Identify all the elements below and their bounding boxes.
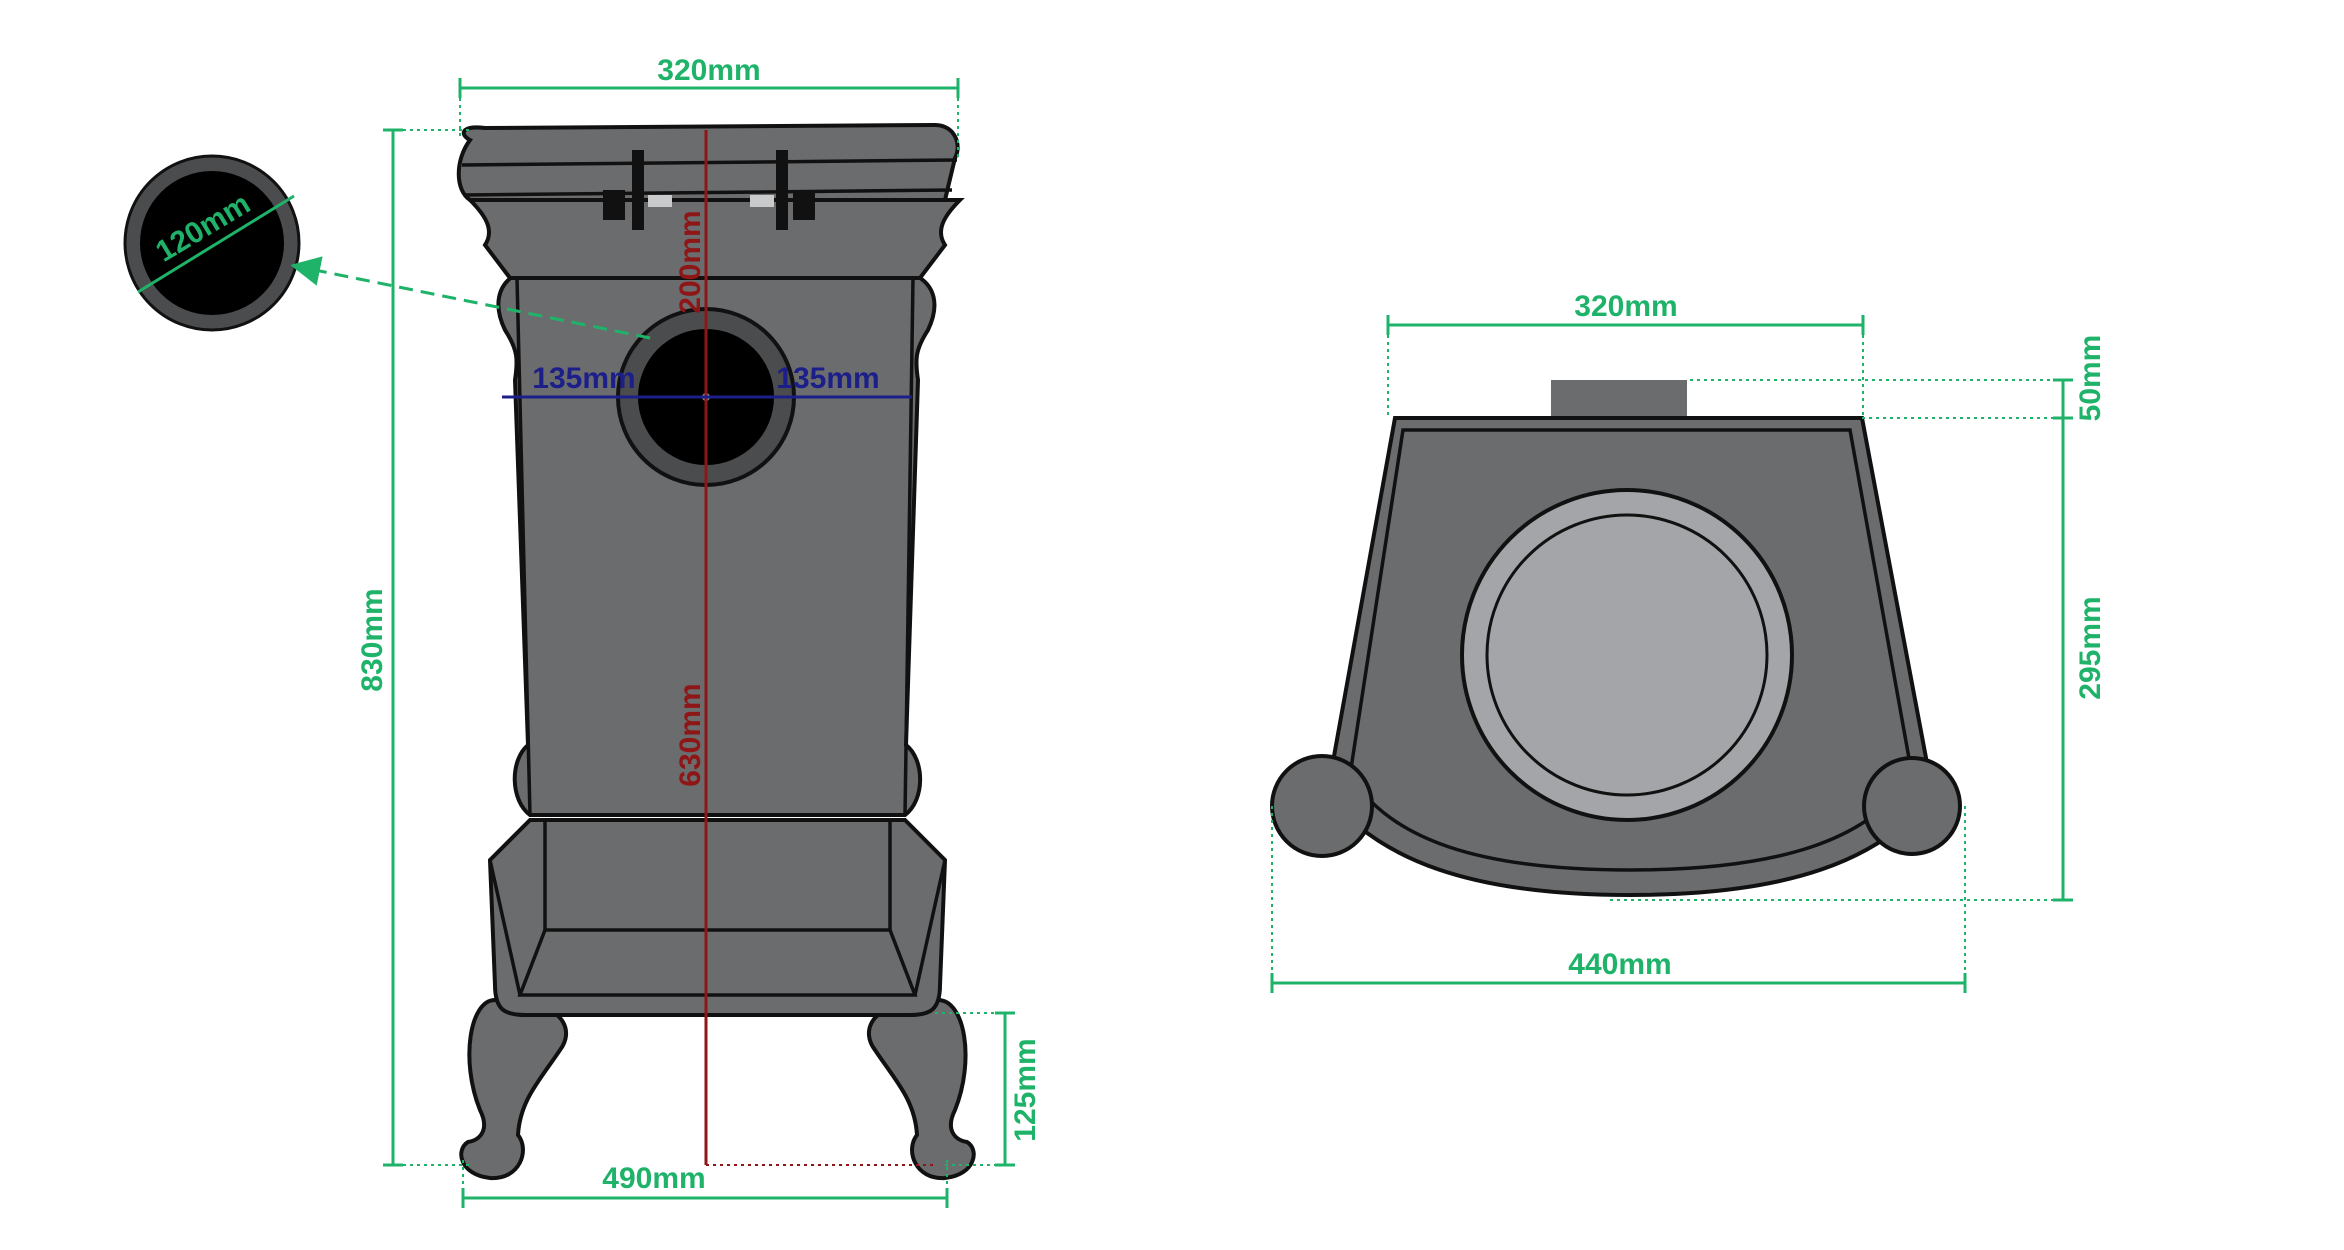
top-handles xyxy=(603,150,815,230)
top-view: 320mm 50mm 295mm 440mm xyxy=(1270,290,2107,993)
label-flue-offset-left: 135mm xyxy=(532,362,635,395)
label-leg-height: 125mm xyxy=(1009,1038,1042,1141)
label-top-front-width: 440mm xyxy=(1568,948,1671,981)
label-top-to-flue: 200mm xyxy=(674,210,707,313)
top-knob-right xyxy=(1862,756,1962,856)
label-body-depth: 295mm xyxy=(2074,596,2107,699)
hotplate-inner xyxy=(1485,513,1769,797)
label-top-back-width: 320mm xyxy=(1574,290,1677,323)
front-view: 320mm 830mm 200mm 630mm 135mm 135mm 120m… xyxy=(123,54,1042,1208)
label-front-height: 830mm xyxy=(356,588,389,691)
stove-legs xyxy=(459,997,976,1181)
top-flue-collar xyxy=(1551,380,1687,420)
label-flue-offset-right: 135mm xyxy=(776,362,879,395)
label-base-width: 490mm xyxy=(602,1162,705,1195)
flue-detail-callout: 120mm xyxy=(123,154,651,340)
label-flue-to-floor: 630mm xyxy=(674,683,707,786)
stove-base xyxy=(487,818,948,1017)
stove-collar xyxy=(465,198,965,280)
top-knob-left xyxy=(1270,754,1374,858)
label-flue-collar-depth: 50mm xyxy=(2074,335,2107,422)
label-front-top-width: 320mm xyxy=(657,54,760,87)
